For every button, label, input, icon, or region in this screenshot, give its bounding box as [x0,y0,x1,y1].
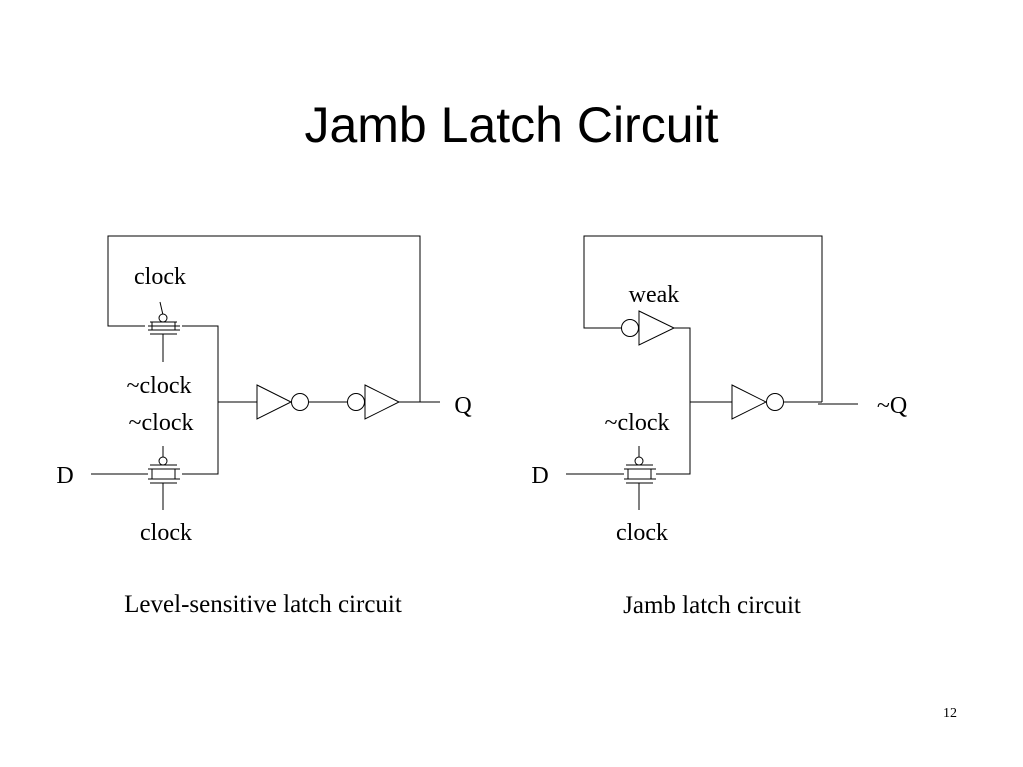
right-input-transmission-gate [624,446,656,510]
left-input-transmission-gate [148,446,180,510]
left-inverter-2-bubble [347,393,365,411]
right-weak-inverter [638,310,676,346]
page-number: 12 [943,706,957,721]
right-main-inverter-bubble [766,393,784,411]
left-feedback-gate-bottom-label: ~clock [127,373,192,399]
slide-title: Jamb Latch Circuit [304,97,719,153]
left-inverter-1 [256,384,293,420]
left-input-gate-bottom-label: clock [140,520,192,546]
level-sensitive-latch: clock ~clock ~clock clock D Q Level-sens… [56,235,472,618]
right-caption: Jamb latch circuit [623,592,801,619]
left-inverter-2 [364,384,401,420]
right-node-wire [656,327,691,475]
right-output-label: ~Q [877,393,907,419]
right-input-label: D [531,463,548,489]
right-main-inverter [731,384,768,420]
left-input-label: D [56,463,73,489]
left-output-label: Q [454,393,471,419]
right-weak-label: weak [629,282,680,308]
left-caption: Level-sensitive latch circuit [124,591,402,618]
right-input-gate-bottom-label: clock [616,520,668,546]
left-feedback-transmission-gate [148,301,180,362]
right-input-gate-top-label: ~clock [605,410,670,436]
left-input-gate-top-label: ~clock [129,410,194,436]
left-node-wire [182,325,219,475]
right-feedback-wire [583,235,823,402]
jamb-latch: weak ~clock clock D ~Q Jamb latch circui… [531,235,907,619]
left-feedback-gate-top-label: clock [134,264,186,290]
left-inverter-1-bubble [291,393,309,411]
left-feedback-wire [107,235,421,402]
right-weak-inverter-bubble [621,319,639,337]
